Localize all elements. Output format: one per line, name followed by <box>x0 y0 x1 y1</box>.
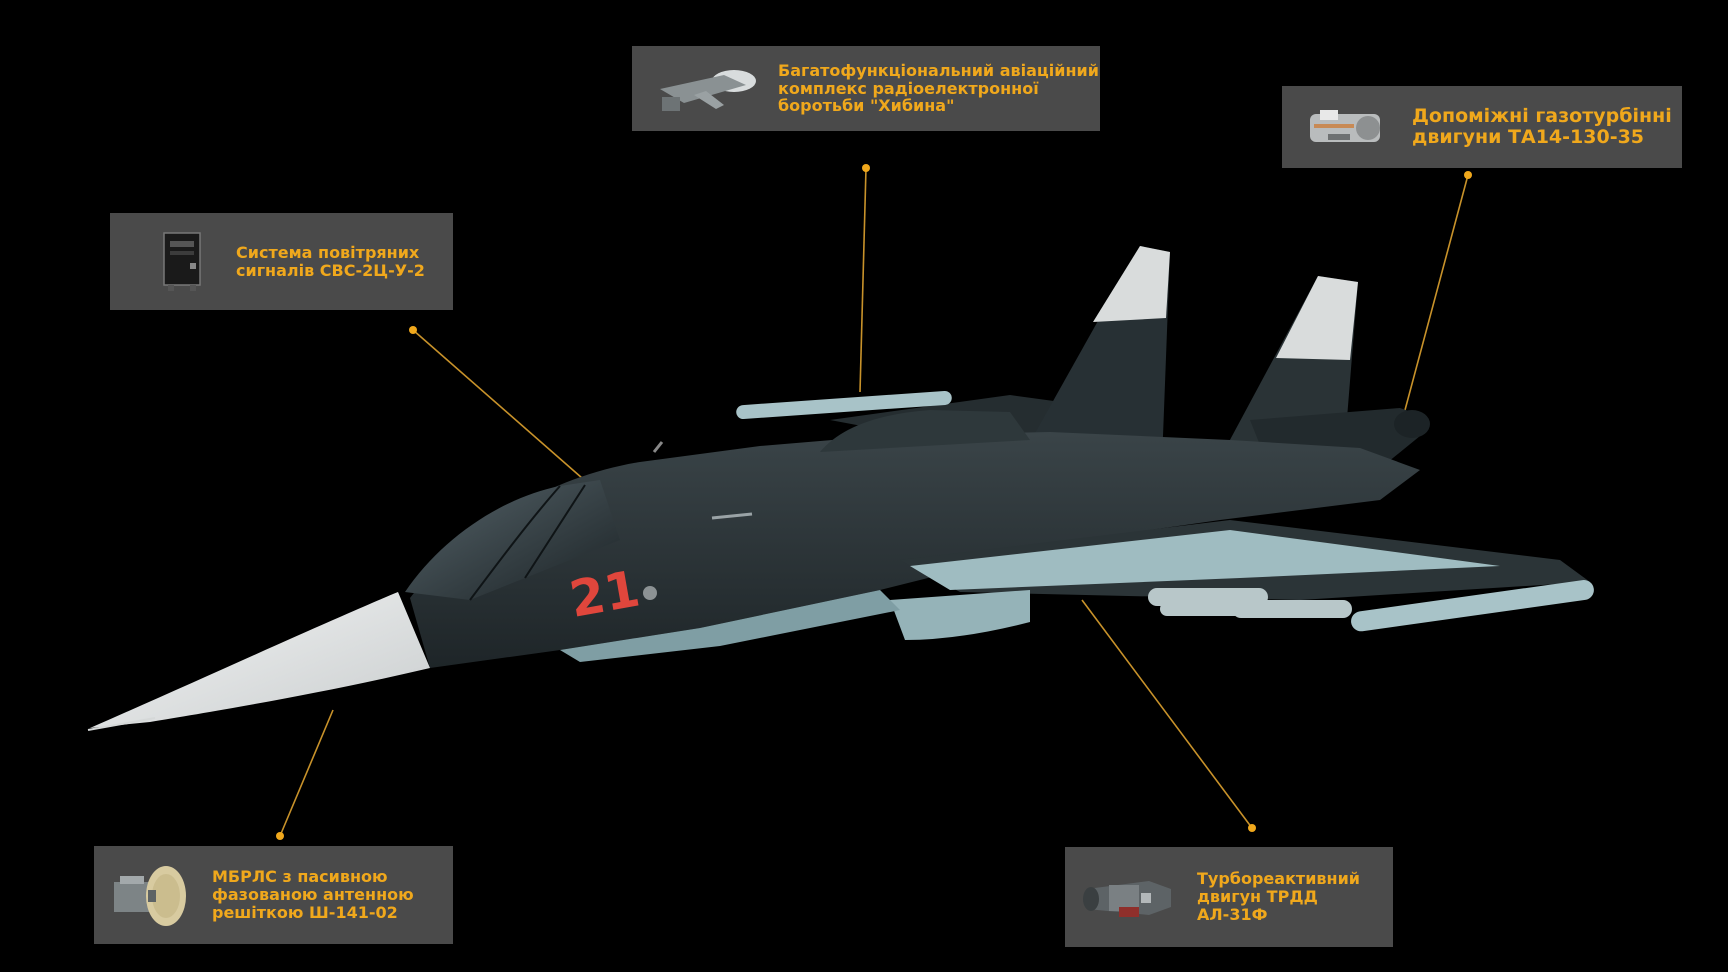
leader-dot-apu <box>1464 171 1472 179</box>
bort-number: 21 <box>565 560 644 629</box>
callout-engine: Турбореактивний двигун ТРДД АЛ-31Ф <box>1065 847 1393 947</box>
callout-label-radar: МБРЛС з пасивною фазованою антенною реші… <box>212 867 414 922</box>
callout-radar: МБРЛС з пасивною фазованою антенною реші… <box>94 846 453 944</box>
air-data-unit-icon <box>150 227 210 297</box>
apu-exhaust <box>1394 410 1430 438</box>
dorsal-spine <box>820 410 1030 452</box>
callout-apu: Допоміжні газотурбінні двигуни ТА14-130-… <box>1282 86 1682 168</box>
side-stripe <box>711 512 753 520</box>
dorsal-antenna <box>652 441 664 453</box>
store <box>1160 602 1260 616</box>
callout-air-data-system: Система повітряних сигналів СВС-2Ц-У-2 <box>110 213 453 310</box>
turbojet-engine-icon <box>1079 867 1179 927</box>
bort-dot <box>643 586 657 600</box>
radome <box>90 592 430 728</box>
air-intake <box>890 590 1030 640</box>
canopy-frame <box>469 484 586 601</box>
callout-label-engine: Турбореактивний двигун ТРДД АЛ-31Ф <box>1197 869 1361 924</box>
underwing-stores <box>1148 588 1352 618</box>
leader-dot-khibiny <box>862 164 870 172</box>
fuselage <box>410 432 1420 668</box>
leader-line-radar <box>279 709 334 837</box>
callout-label-air-data: Система повітряних сигналів СВС-2Ц-У-2 <box>236 242 425 280</box>
leader-dot-engine <box>1248 824 1256 832</box>
leader-dot-air-data <box>409 326 417 334</box>
left-tail-tip <box>1093 246 1170 322</box>
radar-antenna-icon <box>108 860 194 930</box>
leader-lines <box>279 167 1469 837</box>
leader-line-engine <box>1081 599 1253 829</box>
wingtip-pod-left <box>736 390 952 420</box>
ecm-pod-icon <box>654 59 764 119</box>
aircraft: 21 <box>87 246 1594 731</box>
leader-line-air-data <box>412 329 583 479</box>
callout-khibiny: Багатофункціональний авіаційний комплекс… <box>632 46 1100 131</box>
wingtip-pod-right <box>1351 579 1594 632</box>
leader-dot-radar <box>276 832 284 840</box>
callout-label-khibiny: Багатофункціональний авіаційний комплекс… <box>778 60 1099 116</box>
store <box>1232 600 1352 618</box>
leader-line-apu <box>1404 174 1469 411</box>
belly-panel <box>560 590 900 662</box>
leader-dots <box>276 164 1472 840</box>
gas-turbine-unit-icon <box>1304 102 1390 152</box>
callout-label-apu: Допоміжні газотурбінні двигуни ТА14-130-… <box>1412 104 1672 148</box>
right-wing-flap <box>910 530 1500 590</box>
leader-line-khibiny <box>859 167 867 393</box>
canopy <box>405 480 620 600</box>
right-tail-tip <box>1276 276 1358 360</box>
pitot-probe <box>87 717 156 731</box>
